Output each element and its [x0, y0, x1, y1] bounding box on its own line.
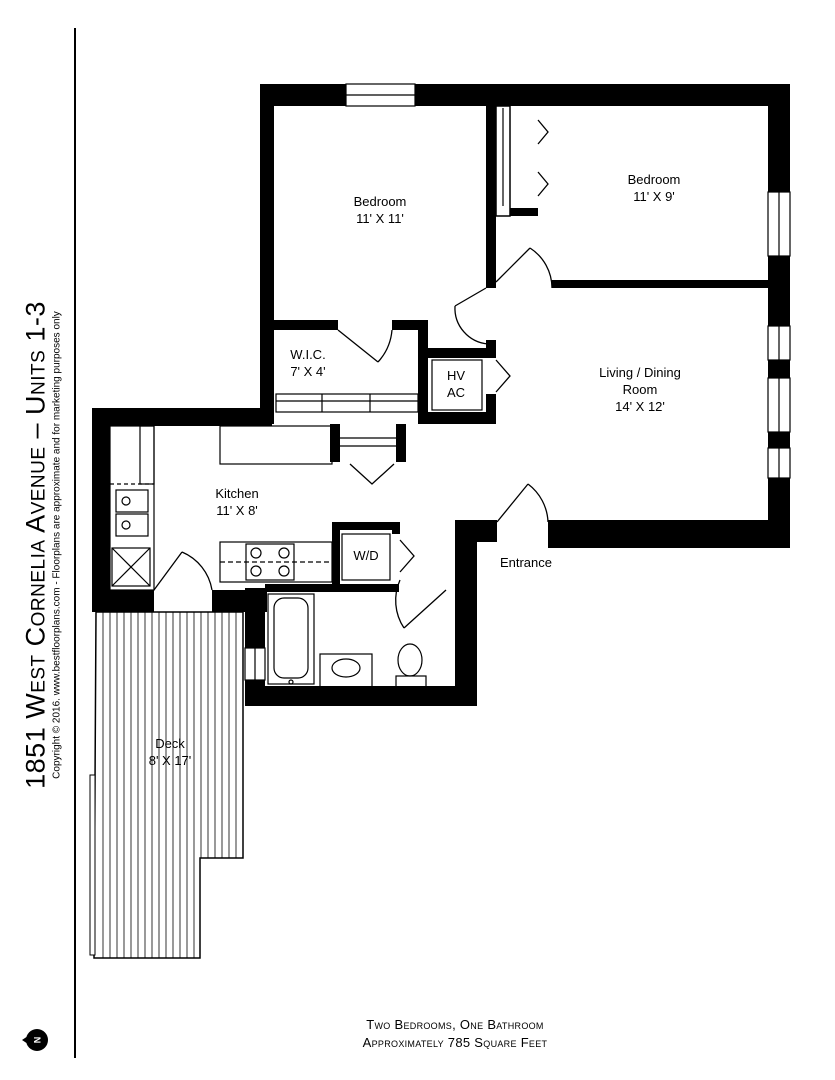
hvac-label: HV AC	[436, 367, 476, 401]
hvac-line-1: HV	[446, 368, 466, 383]
living-dining-size: 14' X 12'	[615, 399, 665, 414]
living-dining-line-2: Room	[622, 382, 658, 397]
entrance-label: Entrance	[499, 555, 553, 570]
unit-summary: Two Bedrooms, One Bathroom Approximately…	[250, 1016, 660, 1052]
living-dining-label: Living / Dining Room 14' X 12'	[580, 364, 700, 415]
bedroom-2-label: Bedroom 11' X 9'	[604, 171, 704, 205]
summary-square-feet: Approximately 785 Square Feet	[362, 1035, 548, 1050]
wic-label: W.I.C. 7' X 4'	[278, 346, 338, 380]
fixtures	[109, 108, 504, 689]
kitchen-size: 11' X 8'	[216, 503, 258, 518]
bedroom-2-name: Bedroom	[627, 172, 681, 187]
doors	[153, 119, 553, 629]
living-dining-line-1: Living / Dining	[599, 365, 681, 380]
kitchen-name: Kitchen	[215, 486, 259, 501]
deck-name: Deck	[155, 736, 185, 751]
bedroom-1-name: Bedroom	[353, 194, 407, 209]
hvac-line-2: AC	[446, 385, 466, 400]
title-divider-line	[74, 28, 76, 1058]
wic-name: W.I.C.	[290, 347, 326, 362]
deck-label: Deck 8' X 17'	[130, 735, 210, 769]
summary-bedrooms-bathrooms: Two Bedrooms, One Bathroom	[366, 1017, 544, 1032]
bedroom-1-label: Bedroom 11' X 11'	[330, 193, 430, 227]
bedroom-2-size: 11' X 9'	[633, 189, 675, 204]
kitchen-label: Kitchen 11' X 8'	[192, 485, 282, 519]
washer-dryer-label: W/D	[353, 548, 379, 563]
bedroom-1-size: 11' X 11'	[356, 211, 404, 226]
north-arrow-icon: N	[22, 1029, 48, 1051]
interior-walls	[265, 84, 768, 592]
wic-size: 7' X 4'	[290, 364, 326, 379]
deck-size: 8' X 17'	[148, 753, 192, 768]
windows	[244, 83, 791, 681]
deck	[89, 611, 244, 959]
exterior-walls	[92, 84, 790, 706]
